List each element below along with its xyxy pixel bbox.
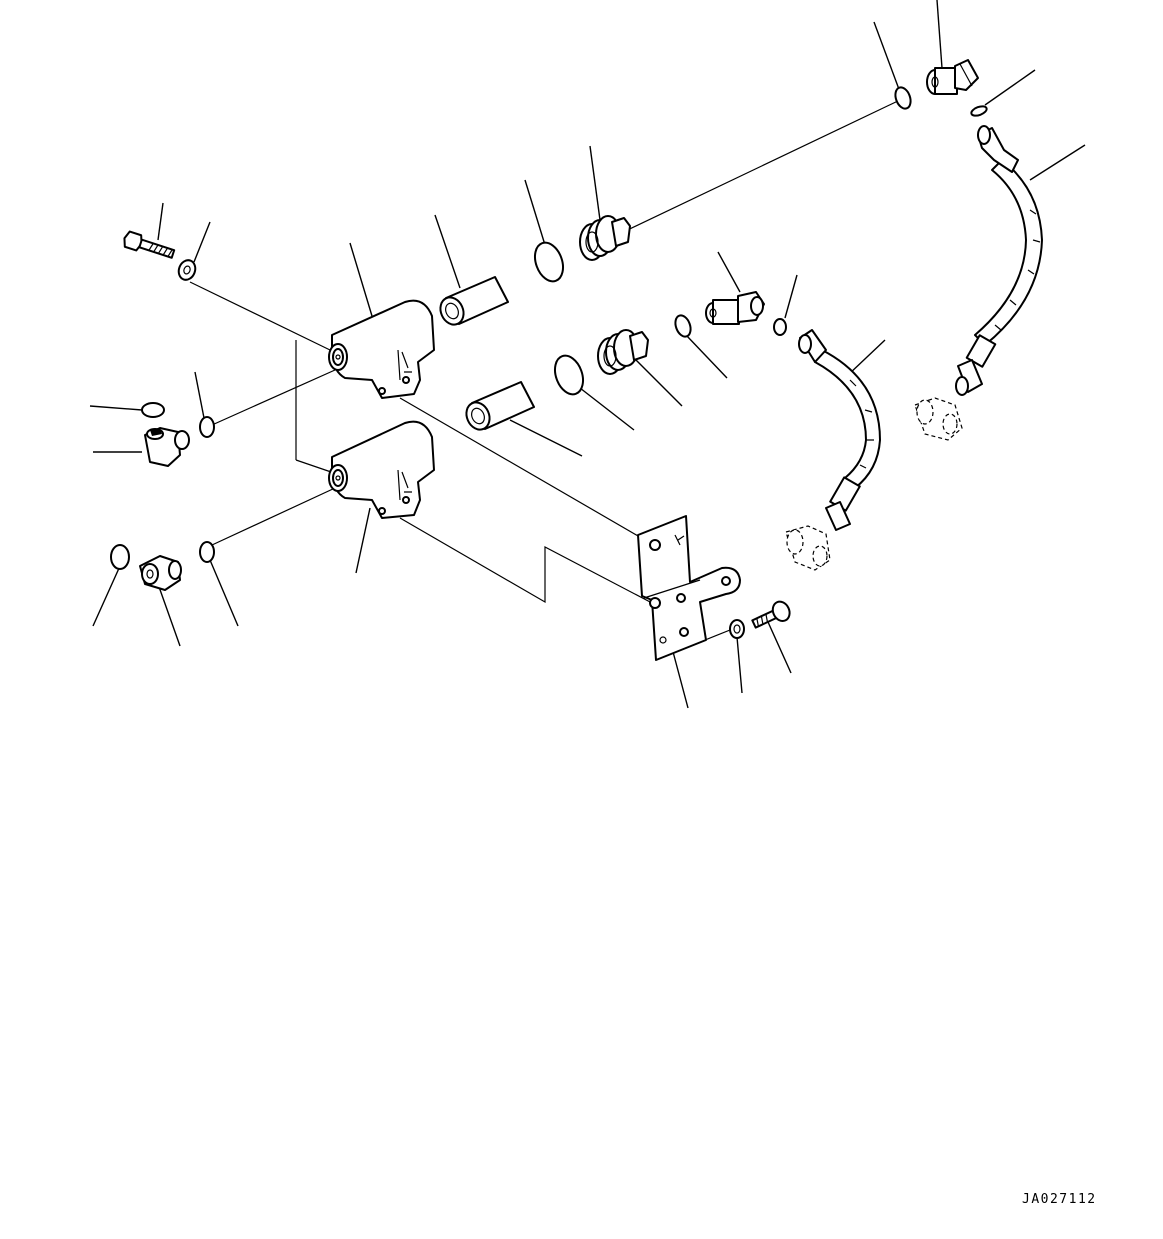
o-ring-icon — [199, 416, 215, 438]
sleeve-icon — [439, 276, 509, 326]
washer-icon — [729, 619, 745, 639]
sleeve-icon — [465, 381, 535, 431]
elbow-fitting-icon — [926, 59, 979, 95]
elbow-fitting-icon — [914, 397, 963, 441]
o-ring-icon — [553, 354, 585, 396]
hose-icon — [955, 125, 1043, 396]
elbow-fitting-icon — [144, 427, 190, 467]
o-ring-icon — [674, 314, 692, 338]
bracket-icon — [637, 515, 741, 661]
o-ring-icon — [970, 105, 988, 117]
bolt-icon — [123, 230, 176, 259]
o-ring-icon — [894, 86, 912, 110]
elbow-fitting-icon — [705, 291, 765, 325]
elbow-fitting-icon — [785, 525, 831, 571]
leader-lines — [89, 0, 1086, 709]
o-ring-icon — [141, 402, 165, 418]
plug-icon — [579, 215, 631, 261]
o-ring-icon — [773, 318, 787, 336]
hose-icon — [798, 329, 881, 531]
assembly-lines — [189, 99, 901, 641]
valve-body-icon — [328, 299, 435, 399]
plug-icon — [597, 329, 649, 375]
valve-body-icon — [328, 420, 435, 519]
washer-icon — [177, 259, 197, 281]
drawing-code: JA027112 — [1022, 1192, 1097, 1207]
elbow-fitting-icon — [139, 555, 182, 591]
o-ring-icon — [199, 541, 215, 563]
o-ring-icon — [533, 241, 565, 283]
o-ring-icon — [110, 544, 130, 570]
bolt-icon — [751, 600, 791, 629]
